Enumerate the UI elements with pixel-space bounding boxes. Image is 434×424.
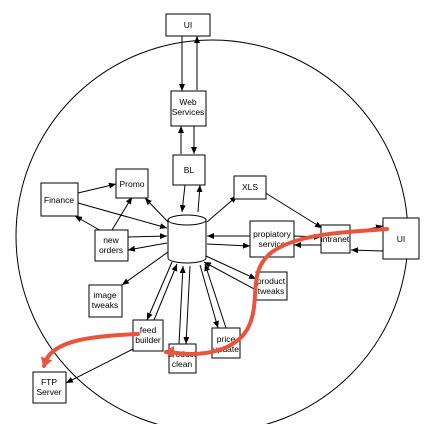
connectors: [65, 36, 384, 384]
edge-db-to-imagetweaks: [121, 251, 169, 286]
finance-node[interactable]: Finance: [40, 182, 79, 217]
edge-producttweaks-to-db: [203, 261, 257, 291]
xls-label: XLS: [242, 182, 258, 192]
xls-node[interactable]: XLS: [233, 175, 267, 200]
highlight-path-feedbuilder-to-ftp: [40, 332, 140, 368]
ui-right-label: UI: [397, 234, 406, 244]
edge-finance-to-promo: [77, 182, 117, 194]
bl-label: BL: [184, 165, 195, 175]
promo-node[interactable]: Promo: [115, 168, 149, 199]
highlight-flow-path: [40, 227, 389, 368]
ui-top-label: UI: [184, 20, 193, 30]
edge-db-to-feedbuilder: [146, 261, 173, 321]
edge-db-to-bl: [196, 184, 203, 213]
edge-db-to-neworders: [127, 242, 168, 252]
edge-priceupdate-to-db: [204, 263, 227, 329]
propiatory-label-line2: service: [259, 239, 286, 249]
edge-finance-to-db: [77, 202, 168, 229]
promo-label: Promo: [119, 179, 144, 189]
product-tweaks-label-line1: product: [257, 276, 286, 286]
image-tweaks-label-line1: image: [93, 290, 116, 300]
intranet-label: intranet: [321, 234, 350, 244]
product-clean-label-line2: clean: [172, 359, 193, 369]
edge-feedbuilder-to-ftp: [65, 348, 134, 384]
edge-xls-to-intranet: [263, 191, 323, 229]
edge-db-to-promo: [144, 197, 171, 225]
database-cylinder: [167, 214, 207, 264]
edge-db-to-xls: [206, 195, 238, 223]
edge-db-to-propiatory: [206, 242, 251, 249]
web-services-label-line2: Services: [172, 107, 205, 117]
feed-builder-label-line1: feed: [140, 325, 157, 335]
edge-db-to-productclean: [183, 265, 191, 345]
price-update-label-line1: price: [217, 334, 236, 344]
edge-neworders-to-promo: [111, 196, 133, 231]
edge-feedbuilder-to-db: [153, 263, 178, 321]
ui-top-node[interactable]: UI: [165, 13, 211, 37]
bl-node[interactable]: BL: [172, 154, 206, 186]
edge-uiright-to-intranet: [350, 247, 384, 254]
edge-db-to-producttweaks: [205, 255, 257, 280]
web-services-label-line1: Web: [179, 97, 197, 107]
intranet-node[interactable]: intranet: [320, 224, 351, 254]
product-tweaks-label-line2: tweaks: [258, 286, 284, 296]
edge-neworders-to-db: [127, 233, 168, 240]
ftp-server-label-line1: FTP: [41, 377, 57, 387]
finance-label: Finance: [44, 195, 75, 205]
edge-db-to-priceupdate: [199, 264, 219, 329]
propiatory-label-line1: propiatory: [253, 229, 292, 239]
ftp-server-label-line2: Server: [36, 387, 61, 397]
highlight-path-uiright-to-feedbuilder: [164, 227, 389, 358]
edge-bl-to-db: [179, 184, 186, 213]
new-orders-label-line1: new: [103, 235, 119, 245]
new-orders-label-line2: orders: [99, 245, 123, 255]
feed-builder-label-line2: builder: [135, 335, 161, 345]
ui-right-node[interactable]: UI: [382, 217, 420, 260]
edge-productclean-to-db: [178, 265, 186, 345]
edge-neworders-to-finance: [74, 215, 104, 233]
image-tweaks-label-line2: tweaks: [92, 300, 118, 310]
